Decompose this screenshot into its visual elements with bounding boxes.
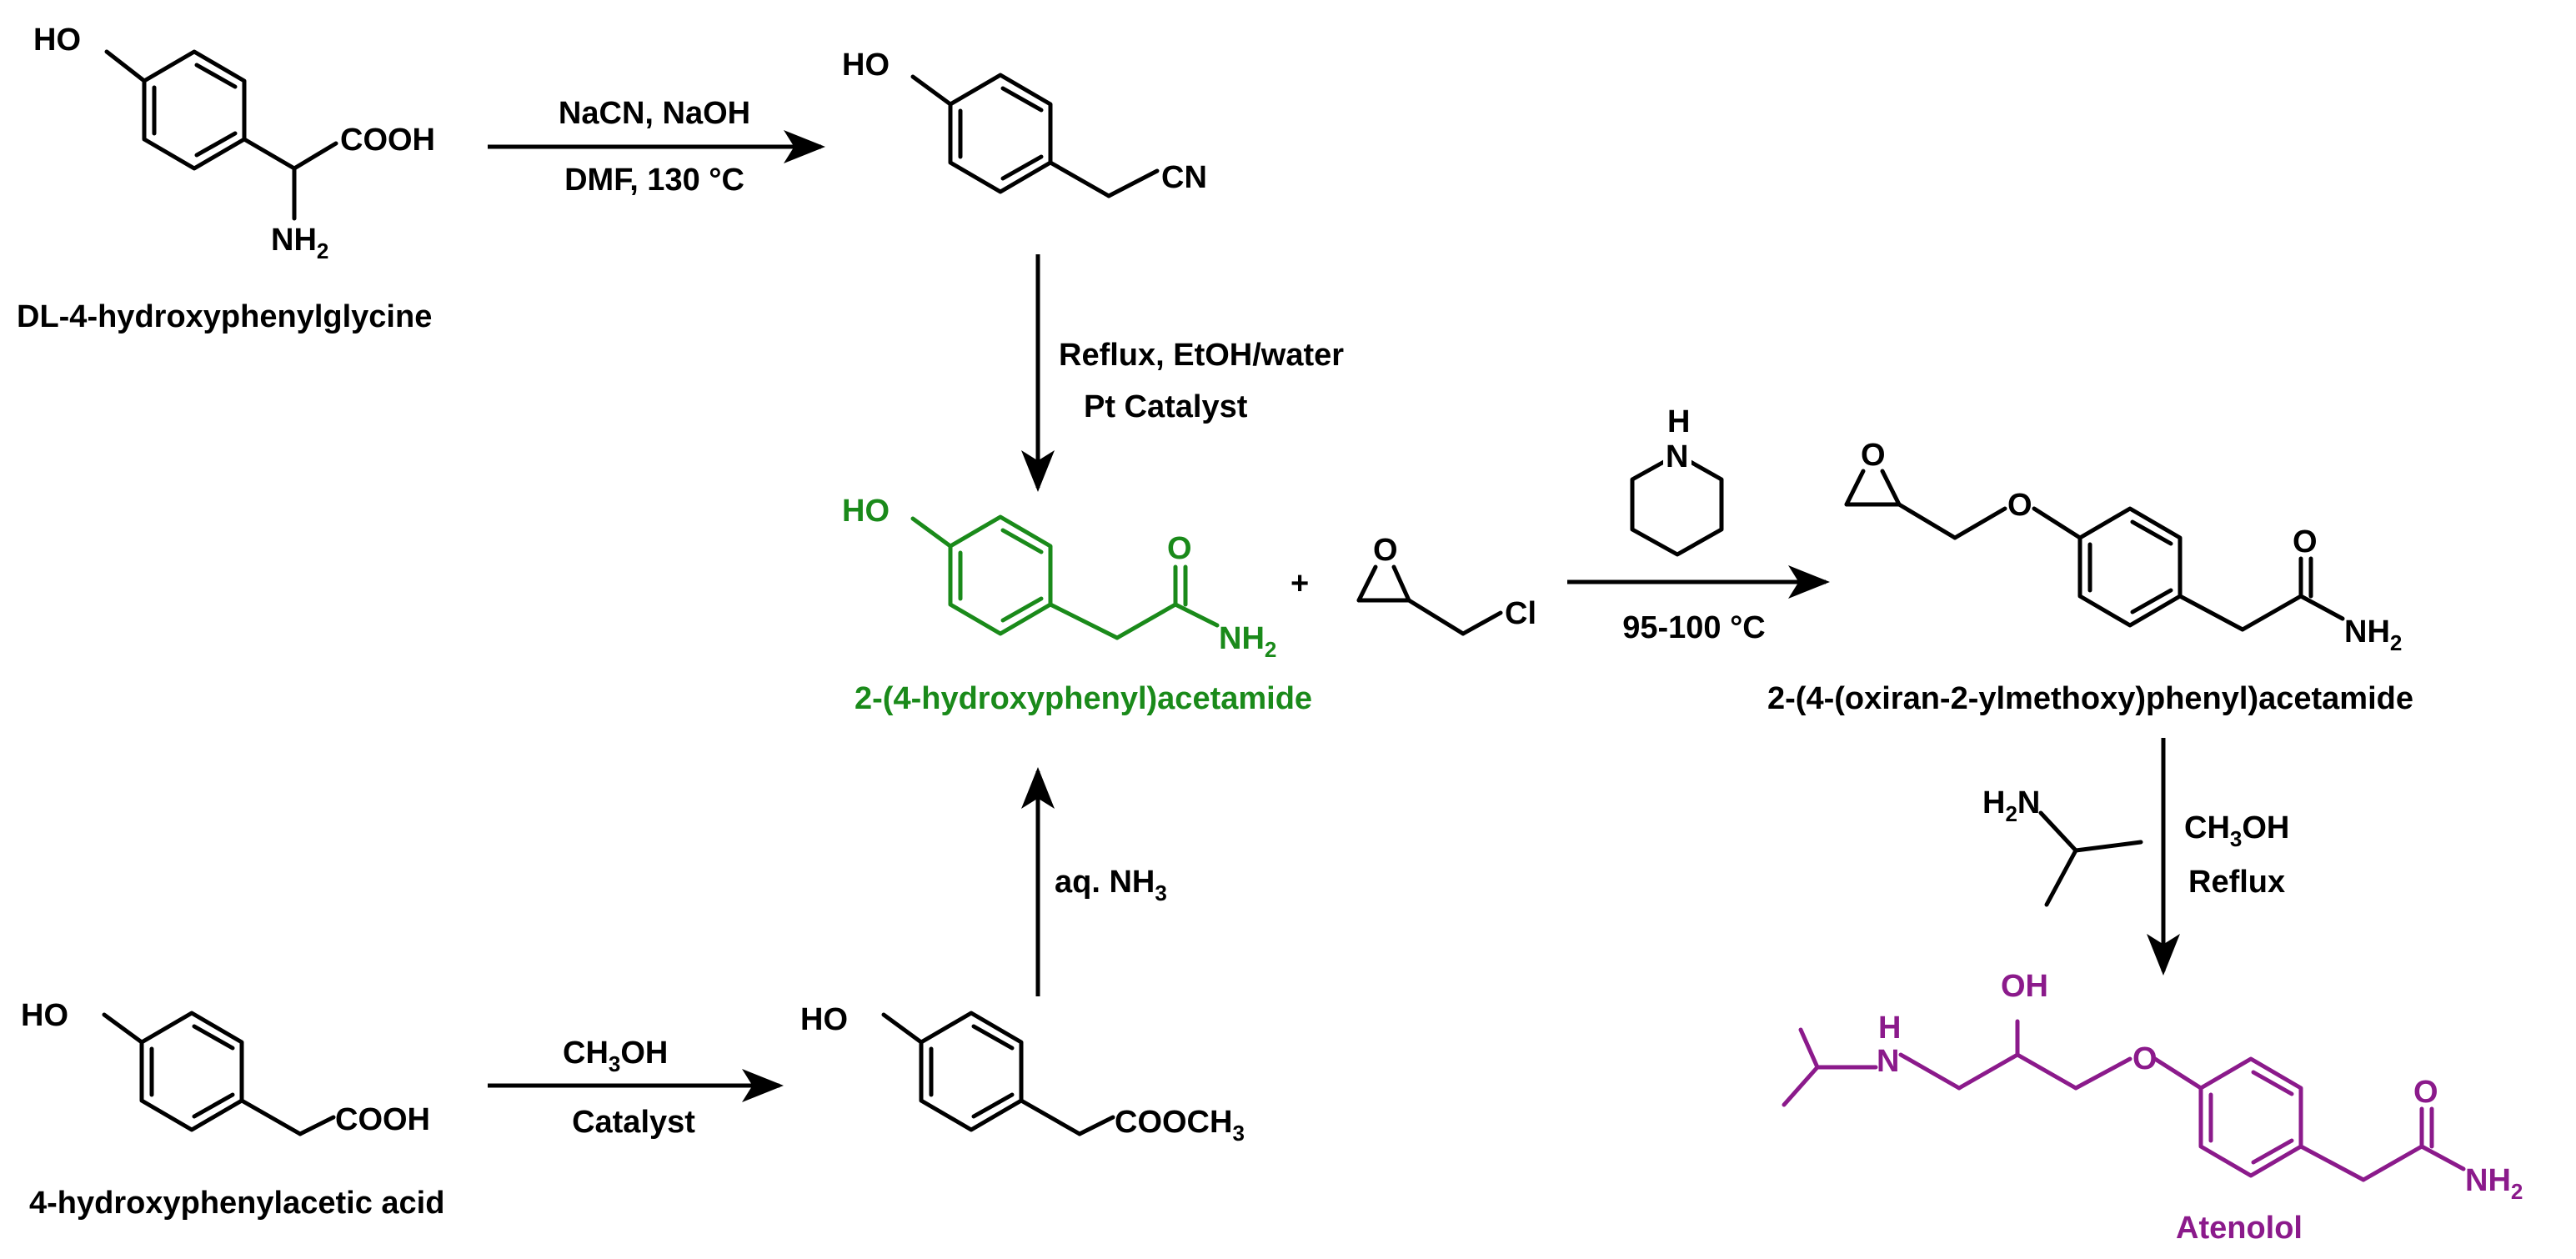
r2-conditions-2: Pt Catalyst [1084, 389, 1248, 424]
r5-conditions: Catalyst [572, 1105, 695, 1140]
c3-carbonyl-o-label: O [1167, 531, 1192, 566]
compound-hydroxyphenylacetonitrile [910, 73, 1160, 198]
c7-name: Atenolol [2176, 1211, 2303, 1246]
compound-atenolol [1782, 1019, 2466, 1182]
r4-solvent: CH3OH [2184, 810, 2289, 851]
c5-carboxyl-label: COOH [335, 1102, 430, 1137]
piperidine-n-mask [1663, 438, 1691, 469]
c7-carbonyl-o-label: O [2413, 1075, 2438, 1110]
c7-nh-h-label: H [1878, 1011, 1901, 1046]
r1-reagents: NaCN, NaOH [559, 96, 750, 131]
c1-name: DL-4-hydroxyphenylglycine [17, 299, 432, 334]
c4-epoxide-o-label: O [1861, 438, 1886, 473]
c7-hydroxyl-label: OH [2001, 969, 2048, 1004]
compound-epichlorohydrin [1356, 564, 1503, 636]
c5-hydroxyl-label: HO [21, 998, 68, 1033]
r6-reagent: aq. NH3 [1055, 865, 1167, 905]
c7-amide-label: NH2 [2465, 1163, 2523, 1204]
compound-methyl-hydroxyphenylacetate [881, 1011, 1115, 1136]
c4-amide-label: NH2 [2344, 614, 2402, 655]
c1-hydroxyl-label: HO [33, 23, 81, 58]
compound-hydroxyphenylacetic-acid [102, 1011, 336, 1136]
c4-carbonyl-o-label: O [2293, 524, 2318, 559]
compound-oxiranylmethoxy-phenylacetamide [1844, 469, 2345, 632]
r1-conditions: DMF, 130 °C [564, 163, 744, 198]
c7-ether-o-label: O [2132, 1041, 2158, 1076]
r5-solvent: CH3OH [563, 1036, 668, 1076]
compound-piperidine [1630, 452, 1724, 557]
epi-chloro-label: Cl [1505, 596, 1536, 631]
piperidine-n-label: N [1666, 439, 1688, 474]
c1-amine-label: NH2 [271, 223, 328, 263]
r3-conditions: 95-100 °C [1622, 610, 1766, 645]
c5-name: 4-hydroxyphenylacetic acid [29, 1186, 444, 1221]
ipa-amine-label: H2N [1982, 785, 2040, 826]
c4-name: 2-(4-(oxiran-2-ylmethoxy)phenyl)acetamid… [1767, 681, 2413, 716]
c1-carboxyl-label: COOH [340, 123, 435, 158]
c2-nitrile-label: CN [1161, 160, 1207, 195]
plus-sign: + [1291, 566, 1309, 601]
compound-isopropylamine [2038, 810, 2143, 907]
compound-hydroxyphenylacetamide [910, 514, 1220, 640]
c3-amide-label: NH2 [1219, 621, 1276, 662]
c2-hydroxyl-label: HO [842, 48, 890, 83]
c4-ether-o-label: O [2007, 488, 2032, 523]
c6-hydroxyl-label: HO [800, 1002, 848, 1037]
c3-name: 2-(4-hydroxyphenyl)acetamide [854, 681, 1312, 716]
r2-conditions-1: Reflux, EtOH/water [1059, 338, 1344, 373]
c7-nh-n-label: N [1877, 1044, 1899, 1079]
r4-conditions: Reflux [2188, 865, 2285, 900]
compound-hydroxyphenylglycine [104, 49, 338, 221]
piperidine-h-label: H [1667, 404, 1690, 439]
c6-ester-label: COOCH3 [1115, 1105, 1245, 1146]
epi-oxygen-label: O [1373, 533, 1398, 568]
c3-hydroxyl-label: HO [842, 494, 890, 529]
